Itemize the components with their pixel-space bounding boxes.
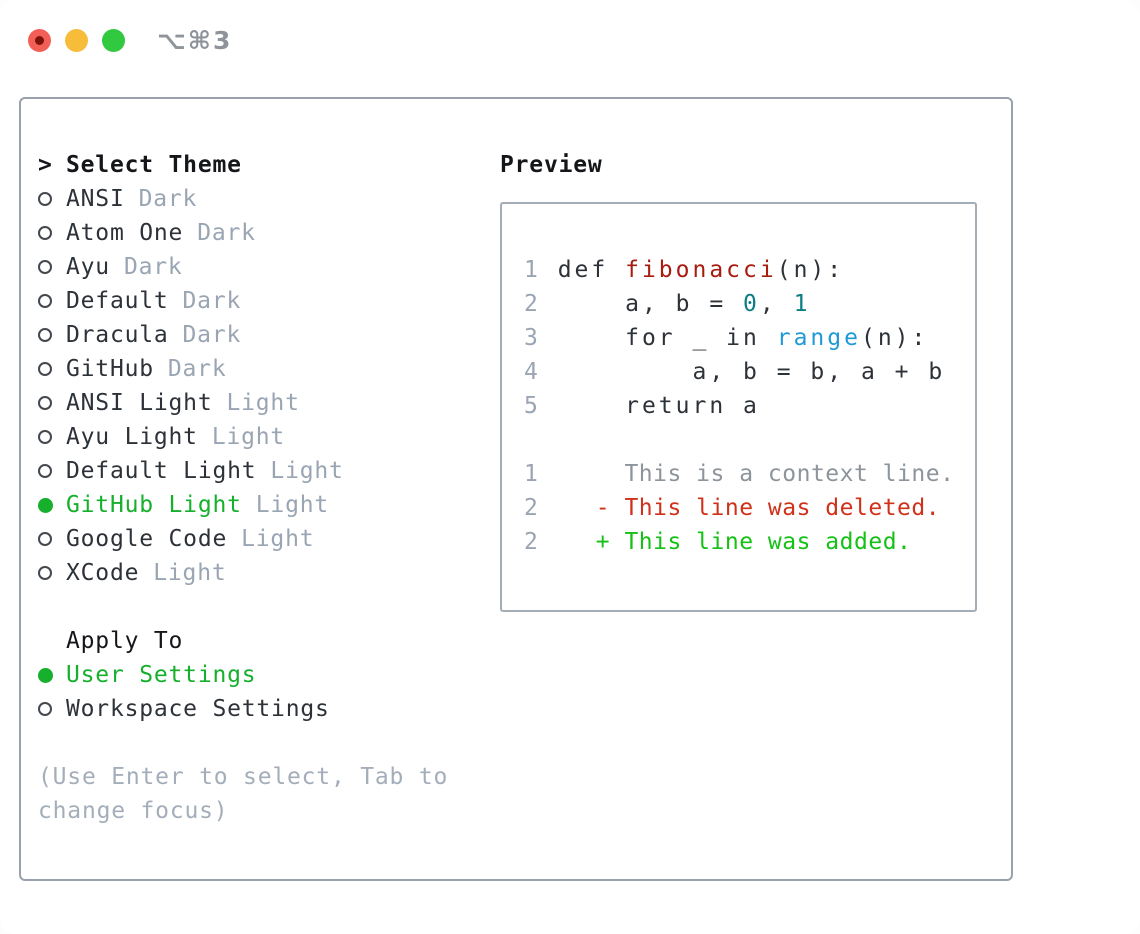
radio-selected-icon (38, 667, 53, 683)
theme-option-ansi[interactable]: ANSI Dark (38, 182, 448, 216)
diff-line: 2 + This line was added. (524, 529, 912, 555)
theme-name: Ayu (66, 254, 110, 280)
theme-option-xcode[interactable]: XCode Light (38, 556, 448, 590)
hint-text: (Use Enter to select, Tab to change focu… (38, 760, 448, 828)
radio-icon (38, 362, 52, 376)
theme-variant-badge: Light (255, 492, 330, 518)
theme-option-default-light[interactable]: Default Light Light (38, 454, 448, 488)
titlebar: ⌥⌘3 (28, 26, 232, 55)
theme-name: ANSI (66, 186, 125, 212)
radio-icon (38, 464, 52, 478)
radio-icon (38, 532, 52, 546)
apply-option-workspace-settings[interactable]: Workspace Settings (38, 692, 448, 726)
theme-variant-badge: Light (270, 458, 344, 484)
radio-icon (38, 260, 52, 274)
theme-name: Atom One (66, 220, 184, 246)
diff-line: 2 - This line was deleted. (524, 495, 941, 521)
theme-option-dracula[interactable]: Dracula Dark (38, 318, 448, 352)
theme-name: ANSI Light (66, 390, 213, 416)
radio-icon (38, 328, 52, 342)
theme-variant-badge: Dark (123, 254, 183, 280)
apply-name: Workspace Settings (66, 696, 330, 722)
theme-name: XCode (66, 560, 140, 586)
code-line: 4 a, b = b, a + b (524, 359, 946, 385)
minimize-button[interactable] (65, 29, 88, 52)
close-button[interactable] (28, 29, 51, 52)
preview-title: Preview (500, 152, 603, 178)
radio-icon (38, 396, 52, 410)
theme-name: Default Light (66, 458, 257, 484)
radio-selected-icon (38, 497, 53, 513)
theme-name: Default (66, 288, 169, 314)
theme-variant-badge: Dark (167, 356, 227, 382)
theme-variant-badge: Dark (182, 288, 242, 314)
diff-line: 1 This is a context line. (524, 461, 955, 487)
theme-name: Ayu Light (66, 424, 198, 450)
theme-variant-badge: Dark (197, 220, 256, 246)
hint-line-2: change focus) (38, 798, 229, 824)
radio-icon (38, 192, 52, 206)
apply-to-title: Apply To (66, 628, 184, 654)
theme-option-ayu-light[interactable]: Ayu Light Light (38, 420, 448, 454)
code-line: 5 return a (524, 393, 760, 419)
theme-option-ayu[interactable]: Ayu Dark (38, 250, 448, 284)
radio-icon (38, 566, 52, 580)
theme-variant-badge: Light (153, 560, 227, 586)
preview-header: Preview (500, 148, 977, 182)
focus-cursor-icon: > (38, 152, 53, 178)
apply-name: User Settings (66, 662, 257, 688)
radio-icon (38, 226, 52, 240)
theme-name: GitHub Light (66, 492, 242, 518)
window-title: ⌥⌘3 (157, 26, 233, 55)
theme-option-atom-one[interactable]: Atom One Dark (38, 216, 448, 250)
theme-variant-badge: Light (211, 424, 286, 450)
code-preview: 1 def fibonacci(n): 2 a, b = 0, 1 3 for _ … (524, 253, 957, 423)
code-line: 1 def fibonacci(n): (524, 257, 845, 283)
theme-variant-badge: Light (241, 526, 315, 552)
preview-section: Preview 1 def fibonacci(n): 2 a, b = 0, 1… (500, 148, 977, 612)
theme-option-google-code[interactable]: Google Code Light (38, 522, 448, 556)
zoom-button[interactable] (102, 29, 125, 52)
theme-option-github-light[interactable]: GitHub Light Light (38, 488, 448, 522)
theme-variant-badge: Dark (182, 322, 242, 348)
select-theme-title: Select Theme (66, 152, 242, 178)
spacer (38, 726, 448, 760)
preview-box: 1 def fibonacci(n): 2 a, b = 0, 1 3 for _ … (500, 202, 977, 612)
theme-variant-badge: Light (226, 390, 300, 416)
code-line: 2 a, b = 0, 1 (524, 291, 811, 317)
select-theme-header: > Select Theme (38, 148, 448, 182)
theme-name: Google Code (66, 526, 228, 552)
diff-preview: 1 This is a context line. 2 - This line w… (524, 457, 957, 559)
theme-option-ansi-light[interactable]: ANSI Light Light (38, 386, 448, 420)
radio-icon (38, 430, 52, 444)
apply-to-header: Apply To (38, 624, 448, 658)
theme-option-github[interactable]: GitHub Dark (38, 352, 448, 386)
theme-name: Dracula (66, 322, 169, 348)
code-line: 3 for _ in range(n): (524, 325, 929, 351)
theme-option-default[interactable]: Default Dark (38, 284, 448, 318)
theme-variant-badge: Dark (138, 186, 198, 212)
apply-option-user-settings[interactable]: User Settings (38, 658, 448, 692)
radio-icon (38, 702, 52, 716)
theme-name: GitHub (66, 356, 154, 382)
spacer (38, 590, 448, 624)
radio-icon (38, 294, 52, 308)
hint-line-1: (Use Enter to select, Tab to (38, 764, 449, 790)
